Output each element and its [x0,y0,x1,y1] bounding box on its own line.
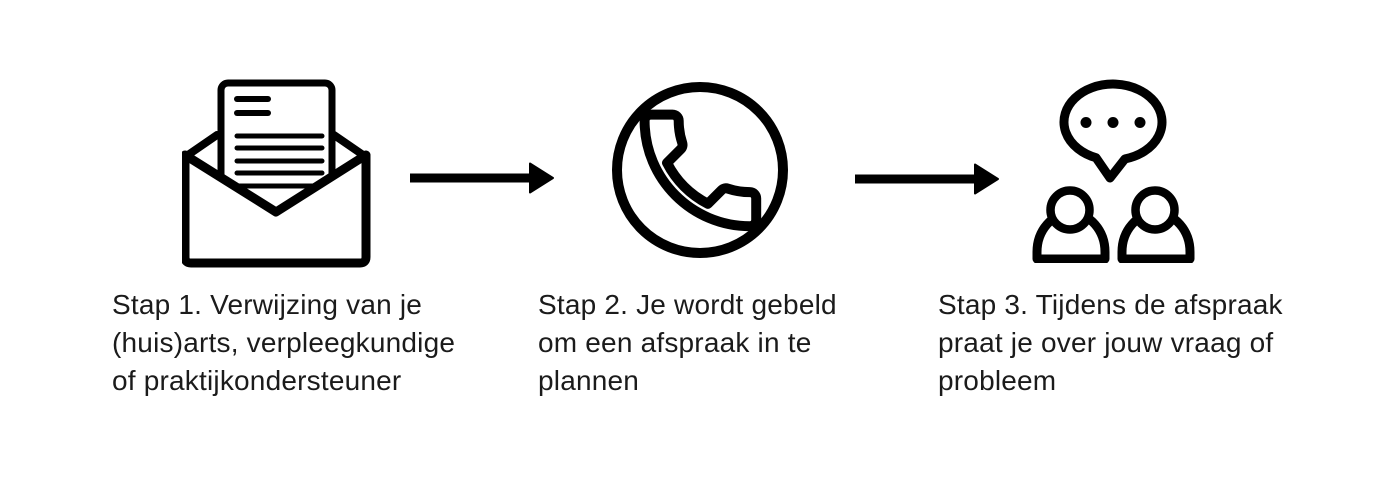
step-1-caption-line-1: Stap 1. Verwijzing van je [112,289,423,320]
step-3-caption-line-1: Stap 3. Tijdens de afspraak [938,289,1283,320]
step-1-caption-line-3: of praktijkondersteuner [112,365,402,396]
phone-call-icon [610,80,790,260]
letter-header-lines [234,96,271,116]
step-1-caption: Stap 1. Verwijzing van je (huis)arts, ve… [112,286,455,400]
step-3-caption: Stap 3. Tijdens de afspraak praat je ove… [938,286,1283,400]
step-3-caption-line-3: probleem [938,365,1057,396]
arrow-right-icon-1 [405,158,555,198]
step-2-caption: Stap 2. Je wordt gebeld om een afspraak … [538,286,837,400]
step-2-caption-line-2: om een afspraak in te [538,327,812,358]
arrow-right-icon-2 [850,159,1000,199]
letter-body-lines [234,133,325,189]
phone-circle-outline [612,82,788,258]
step-2-caption-line-1: Stap 2. Je wordt gebeld [538,289,837,320]
envelope-front-pocket [182,150,371,268]
speech-bubble [1059,79,1167,183]
step-3-caption-line-2: praat je over jouw vraag of [938,327,1274,358]
person-left [1032,186,1110,263]
arrow-right-icon [410,162,554,194]
phone-handset [639,109,762,232]
phone-call-circle-icon [612,82,788,258]
conversation-two-people-speech-bubble-icon [1032,79,1195,263]
conversation-icon [1030,78,1200,263]
referral-envelope-icon [182,78,372,268]
arrow-right-icon [855,163,999,195]
speech-bubble-dots [1080,117,1146,128]
open-envelope-with-letter-icon [182,79,371,268]
step-1-caption-line-2: (huis)arts, verpleegkundige [112,327,456,358]
person-right [1117,186,1195,263]
step-2-caption-line-3: plannen [538,365,640,396]
